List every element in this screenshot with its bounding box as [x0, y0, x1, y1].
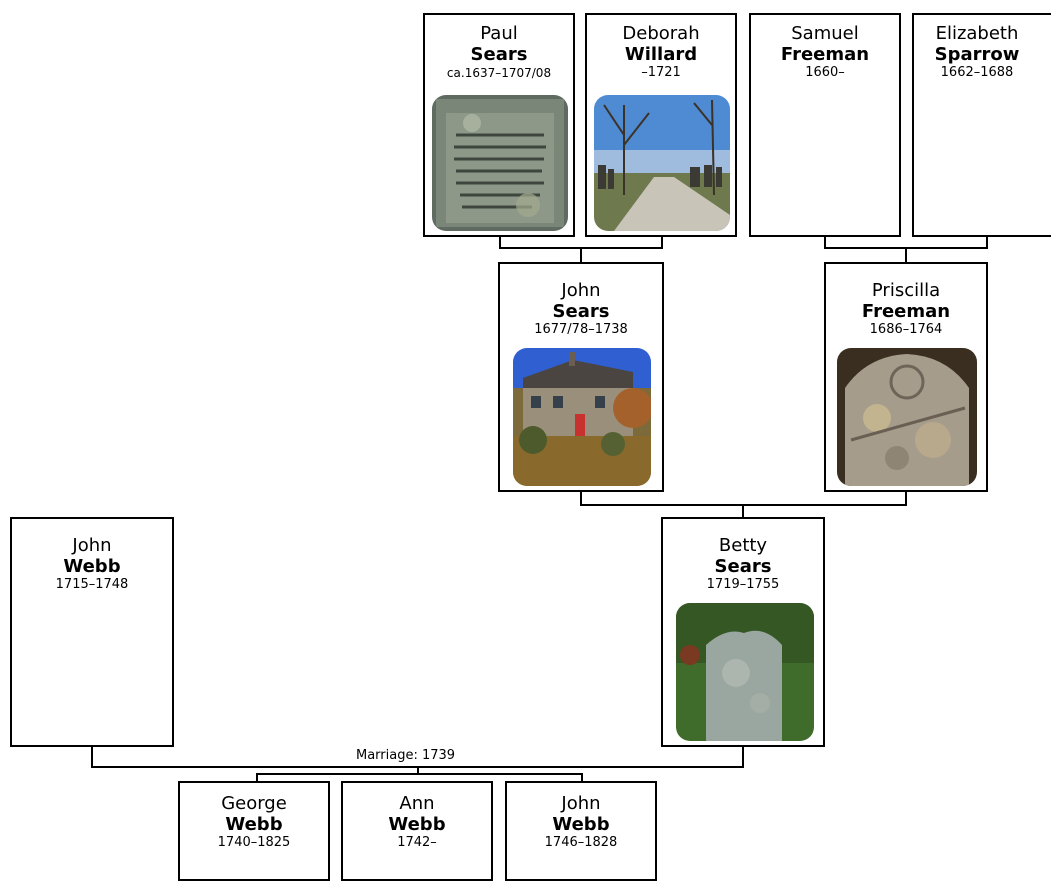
- life-dates: ca.1637–1707/08: [446, 66, 552, 80]
- marriage-label: Marriage: 1739: [354, 748, 458, 763]
- given-name: Ann: [399, 793, 435, 814]
- connector-webb-children: [256, 773, 258, 782]
- life-dates: 1740–1825: [217, 835, 291, 850]
- connector-freeman-sparrow: [824, 236, 826, 248]
- person-card-priscilla-freeman[interactable]: Priscilla Freeman 1686–1764: [824, 262, 988, 492]
- connector-sears-freeman: [742, 504, 744, 518]
- given-name: Betty: [718, 535, 768, 556]
- connector-freeman-sparrow: [905, 247, 907, 263]
- gravestone-photo[interactable]: [676, 603, 814, 741]
- life-dates: 1660–: [805, 65, 845, 80]
- surname: Webb: [388, 814, 446, 835]
- given-name: Elizabeth: [935, 23, 1019, 44]
- person-card-john-sears[interactable]: John Sears 1677/78–1738: [498, 262, 664, 492]
- connector-sears-freeman: [905, 491, 907, 505]
- given-name: George: [221, 793, 287, 814]
- life-dates: 1742–: [397, 835, 437, 850]
- surname: Webb: [552, 814, 610, 835]
- connector-webb-children: [256, 773, 583, 775]
- connector-sears-willard: [580, 247, 582, 263]
- given-name: John: [561, 280, 601, 301]
- surname: Sears: [470, 44, 528, 65]
- given-name: Samuel: [791, 23, 859, 44]
- given-name: John: [561, 793, 601, 814]
- gravestone-photo[interactable]: [432, 95, 568, 231]
- given-name: John: [72, 535, 112, 556]
- person-card-samuel-freeman[interactable]: Samuel Freeman 1660–: [749, 13, 901, 237]
- connector-sears-willard: [499, 236, 501, 248]
- person-card-deborah-willard[interactable]: Deborah Willard –1721: [585, 13, 737, 237]
- connector-sears-willard: [661, 236, 663, 248]
- gravestone-photo[interactable]: [837, 348, 977, 486]
- given-name: Priscilla: [871, 280, 941, 301]
- surname: Willard: [624, 44, 698, 65]
- connector-freeman-sparrow: [986, 236, 988, 248]
- given-name: Paul: [480, 23, 518, 44]
- connector-webb-children: [417, 766, 419, 774]
- person-card-paul-sears[interactable]: Paul Sears ca.1637–1707/08: [423, 13, 575, 237]
- surname: Webb: [225, 814, 283, 835]
- person-card-ann-webb[interactable]: Ann Webb 1742–: [341, 781, 493, 881]
- life-dates: 1662–1688: [940, 65, 1014, 80]
- surname: Webb: [63, 556, 121, 577]
- person-card-elizabeth-sparrow[interactable]: Elizabeth Sparrow 1662–1688: [912, 13, 1051, 237]
- life-dates: 1677/78–1738: [534, 322, 628, 337]
- person-card-george-webb[interactable]: George Webb 1740–1825: [178, 781, 330, 881]
- connector-sears-freeman: [580, 491, 582, 505]
- connector-webb-children: [581, 773, 583, 782]
- connector-webb-marriage: [742, 745, 744, 767]
- surname: Freeman: [861, 301, 951, 322]
- life-dates: 1746–1828: [544, 835, 618, 850]
- life-dates: –1721: [641, 65, 681, 80]
- life-dates: 1715–1748: [55, 577, 129, 592]
- surname: Sears: [714, 556, 772, 577]
- person-card-john-webb-jr[interactable]: John Webb 1746–1828: [505, 781, 657, 881]
- person-card-john-webb[interactable]: John Webb 1715–1748: [10, 517, 174, 747]
- surname: Freeman: [780, 44, 870, 65]
- cemetery-photo[interactable]: [594, 95, 730, 231]
- given-name: Deborah: [622, 23, 700, 44]
- life-dates: 1686–1764: [869, 322, 943, 337]
- life-dates: 1719–1755: [706, 577, 780, 592]
- surname: Sears: [552, 301, 610, 322]
- connector-webb-marriage: [91, 745, 93, 767]
- person-card-betty-sears[interactable]: Betty Sears 1719–1755: [661, 517, 825, 747]
- surname: Sparrow: [934, 44, 1020, 65]
- house-photo[interactable]: [513, 348, 651, 486]
